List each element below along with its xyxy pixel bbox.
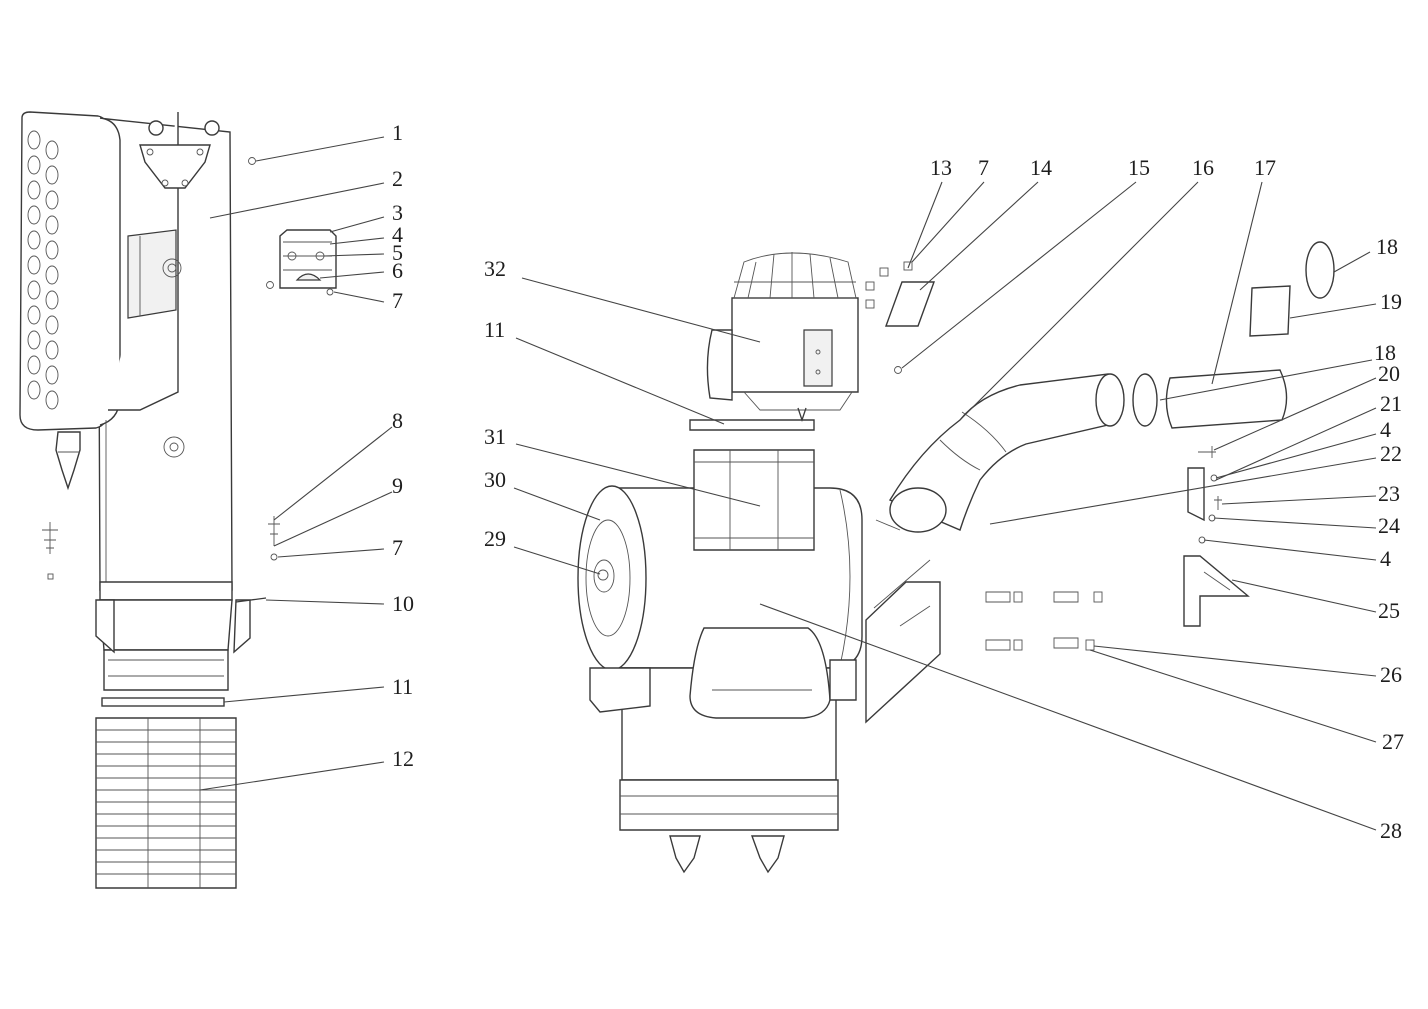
callout-26: 26 <box>1380 662 1402 687</box>
callout-11: 11 <box>392 674 413 699</box>
callout-28: 28 <box>1380 818 1402 843</box>
callout-29: 29 <box>484 526 506 551</box>
right-assembly <box>577 241 1335 874</box>
callout-numbers: 1 2 3 4 5 6 7 8 9 7 10 11 12 32 11 31 30… <box>392 120 1404 843</box>
bolts <box>985 591 1103 651</box>
callout-13: 13 <box>930 155 952 180</box>
leader-lines <box>199 136 1377 831</box>
callout-16: 16 <box>1192 155 1214 180</box>
callout-22: 22 <box>1380 441 1402 466</box>
precleaner-grille-panel <box>19 111 109 431</box>
callout-7: 7 <box>978 155 989 180</box>
callout-24: 24 <box>1378 513 1400 538</box>
left-assembly <box>19 111 337 889</box>
callout-2: 2 <box>392 166 403 191</box>
callout-9: 9 <box>392 473 403 498</box>
callout-5: 5 <box>392 240 403 265</box>
callout-15: 15 <box>1128 155 1150 180</box>
callout-21: 21 <box>1380 391 1402 416</box>
callout-31: 31 <box>484 424 506 449</box>
callout-10: 10 <box>392 591 414 616</box>
callout-14: 14 <box>1030 155 1052 180</box>
callout-7: 7 <box>392 288 403 313</box>
callout-4: 4 <box>1380 546 1391 571</box>
grille-holes <box>27 130 59 410</box>
callout-19: 19 <box>1380 289 1402 314</box>
callout-4: 4 <box>392 222 403 247</box>
callout-18: 18 <box>1376 234 1398 259</box>
callout-17: 17 <box>1254 155 1276 180</box>
callout-20: 20 <box>1378 361 1400 386</box>
callout-7: 7 <box>392 535 403 560</box>
bellows-ribs <box>96 718 236 888</box>
callout-12: 12 <box>392 746 414 771</box>
callout-8: 8 <box>392 408 403 433</box>
callout-25: 25 <box>1378 598 1400 623</box>
callout-18: 18 <box>1374 340 1396 365</box>
callout-30: 30 <box>484 467 506 492</box>
callout-6: 6 <box>392 258 403 283</box>
callout-27: 27 <box>1382 729 1404 754</box>
end-cover <box>577 485 647 671</box>
callout-3: 3 <box>392 200 403 225</box>
callout-32: 32 <box>484 256 506 281</box>
callout-23: 23 <box>1378 481 1400 506</box>
callout-11: 11 <box>484 317 505 342</box>
callout-1: 1 <box>392 120 403 145</box>
callout-4: 4 <box>1380 417 1391 442</box>
